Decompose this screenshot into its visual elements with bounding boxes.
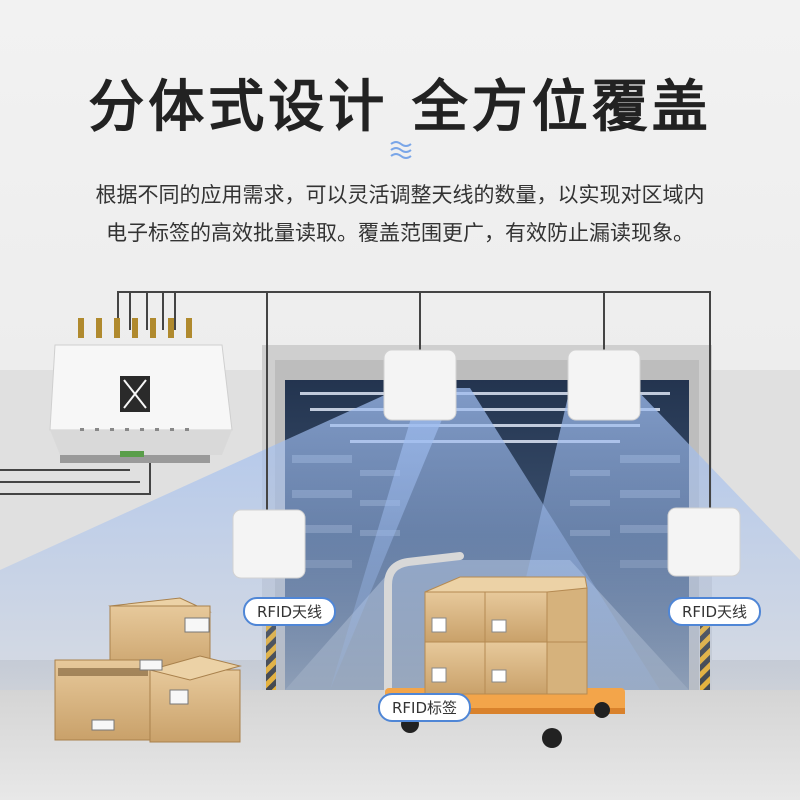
page-title: 分体式设计 全方位覆盖 [88,75,712,140]
rfid-tag-label: RFID标签 [378,693,472,722]
rfid-antenna-left [232,509,306,579]
rfid-antenna-right [667,507,741,577]
box-stack [54,597,242,743]
waves-icon [390,141,412,159]
description-line-1: 根据不同的应用需求，可以灵活调整天线的数量，以实现对区域内 [95,183,705,207]
rfid-antenna-label-left: RFID天线 [243,597,337,626]
rfid-reader [49,318,233,463]
cart-boxes [424,576,588,695]
reader-logo-icon [120,376,150,412]
description: 根据不同的应用需求，可以灵活调整天线的数量，以实现对区域内 电子标签的高效批量读… [40,176,760,252]
rfid-antenna-top-left [383,349,457,421]
antenna-cables [0,291,711,512]
rfid-antenna-top-right [567,349,641,421]
rfid-antenna-label-right: RFID天线 [668,597,762,626]
description-line-2: 电子标签的高效批量读取。覆盖范围更广，有效防止漏读现象。 [106,221,694,245]
